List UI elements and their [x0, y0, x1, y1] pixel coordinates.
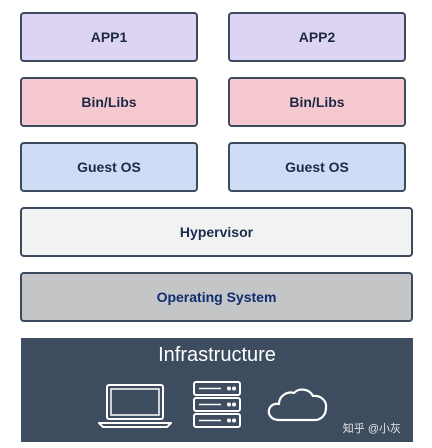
app1-label: APP1 [90, 29, 128, 45]
operating-system-label: Operating System [156, 289, 277, 305]
operating-system-box: Operating System [20, 272, 413, 322]
guest-os-right-box: Guest OS [228, 142, 406, 192]
infrastructure-panel: Infrastructure 知乎 @小灰 [21, 338, 413, 442]
app1-box: APP1 [20, 12, 198, 62]
bin-libs-left-label: Bin/Libs [81, 94, 137, 110]
guest-os-right-label: Guest OS [285, 159, 349, 175]
watermark: 知乎 @小灰 [342, 423, 401, 435]
hypervisor-label: Hypervisor [179, 224, 254, 240]
bin-libs-right-box: Bin/Libs [228, 77, 406, 127]
app2-box: APP2 [228, 12, 406, 62]
infrastructure-title: Infrastructure [158, 344, 276, 366]
guest-os-left-box: Guest OS [20, 142, 198, 192]
server-icon [193, 381, 241, 428]
app2-label: APP2 [298, 29, 336, 45]
cloud-icon [267, 388, 328, 422]
hypervisor-box: Hypervisor [20, 207, 413, 257]
guest-os-left-label: Guest OS [77, 159, 141, 175]
laptop-icon [98, 384, 172, 428]
bin-libs-right-label: Bin/Libs [289, 94, 345, 110]
bin-libs-left-box: Bin/Libs [20, 77, 198, 127]
